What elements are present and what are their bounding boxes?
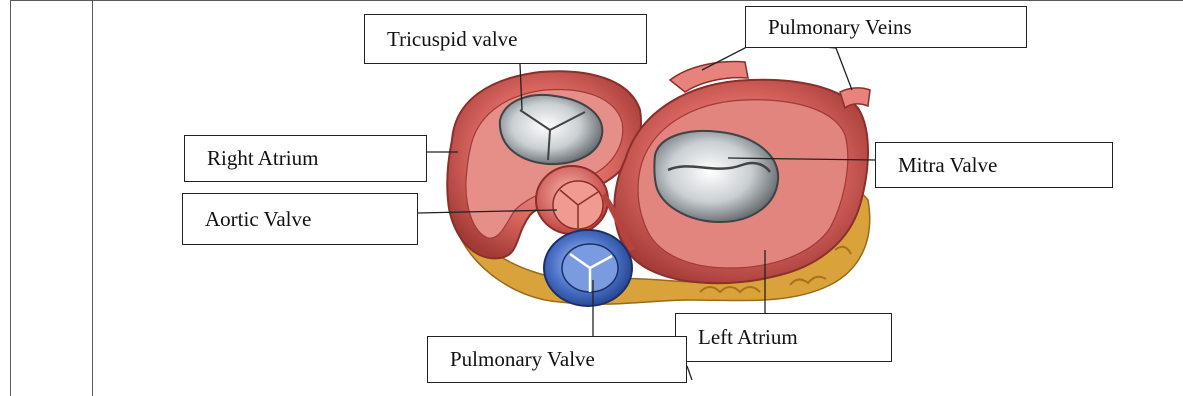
label-right-atrium: Right Atrium — [184, 135, 427, 182]
label-pulmonary-veins: Pulmonary Veins — [745, 6, 1027, 48]
label-mitra-valve: Mitra Valve — [875, 142, 1113, 188]
label-pulmonary-valve-text: Pulmonary Valve — [450, 347, 595, 372]
label-tricuspid-valve-text: Tricuspid valve — [387, 27, 517, 52]
label-left-atrium: Left Atrium — [675, 313, 892, 362]
label-aortic-valve-text: Aortic Valve — [205, 207, 311, 232]
label-aortic-valve: Aortic Valve — [182, 193, 418, 245]
label-right-atrium-text: Right Atrium — [207, 146, 318, 171]
label-tricuspid-valve: Tricuspid valve — [364, 14, 647, 64]
label-pulmonary-valve: Pulmonary Valve — [427, 336, 687, 383]
label-mitra-valve-text: Mitra Valve — [898, 153, 997, 178]
label-left-atrium-text: Left Atrium — [698, 325, 798, 350]
mitral-valve — [654, 131, 778, 222]
label-pulmonary-veins-text: Pulmonary Veins — [768, 15, 912, 40]
